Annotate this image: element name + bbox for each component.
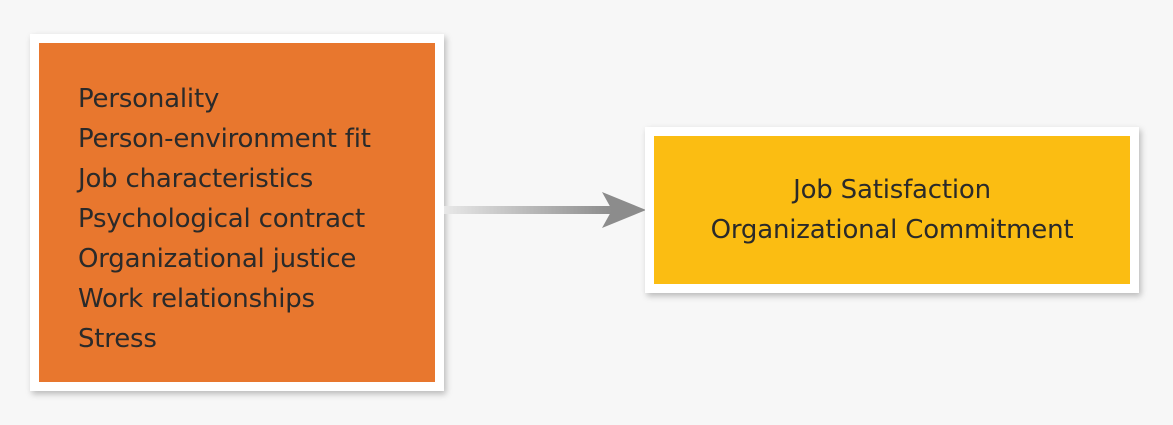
outcomes-box-frame: Job Satisfaction Organizational Commitme… (645, 127, 1139, 293)
factor-item: Psychological contract (78, 204, 365, 234)
factor-list: Personality Person-environment fit Job c… (78, 79, 371, 359)
outcomes-box: Job Satisfaction Organizational Commitme… (654, 136, 1130, 284)
factor-item: Organizational justice (78, 244, 357, 274)
factor-item: Person-environment fit (78, 124, 371, 154)
arrow-shaft (444, 206, 612, 214)
factor-item: Personality (78, 84, 220, 114)
factors-box: Personality Person-environment fit Job c… (39, 43, 435, 382)
factor-item: Work relationships (78, 284, 315, 314)
factors-box-frame: Personality Person-environment fit Job c… (30, 34, 444, 391)
outcome-organizational-commitment: Organizational Commitment (710, 215, 1074, 245)
arrow-head (602, 192, 646, 228)
factor-item: Stress (78, 324, 157, 354)
outcome-job-satisfaction: Job Satisfaction (793, 175, 991, 205)
factor-item: Job characteristics (78, 164, 314, 194)
arrow-connector (444, 192, 646, 228)
